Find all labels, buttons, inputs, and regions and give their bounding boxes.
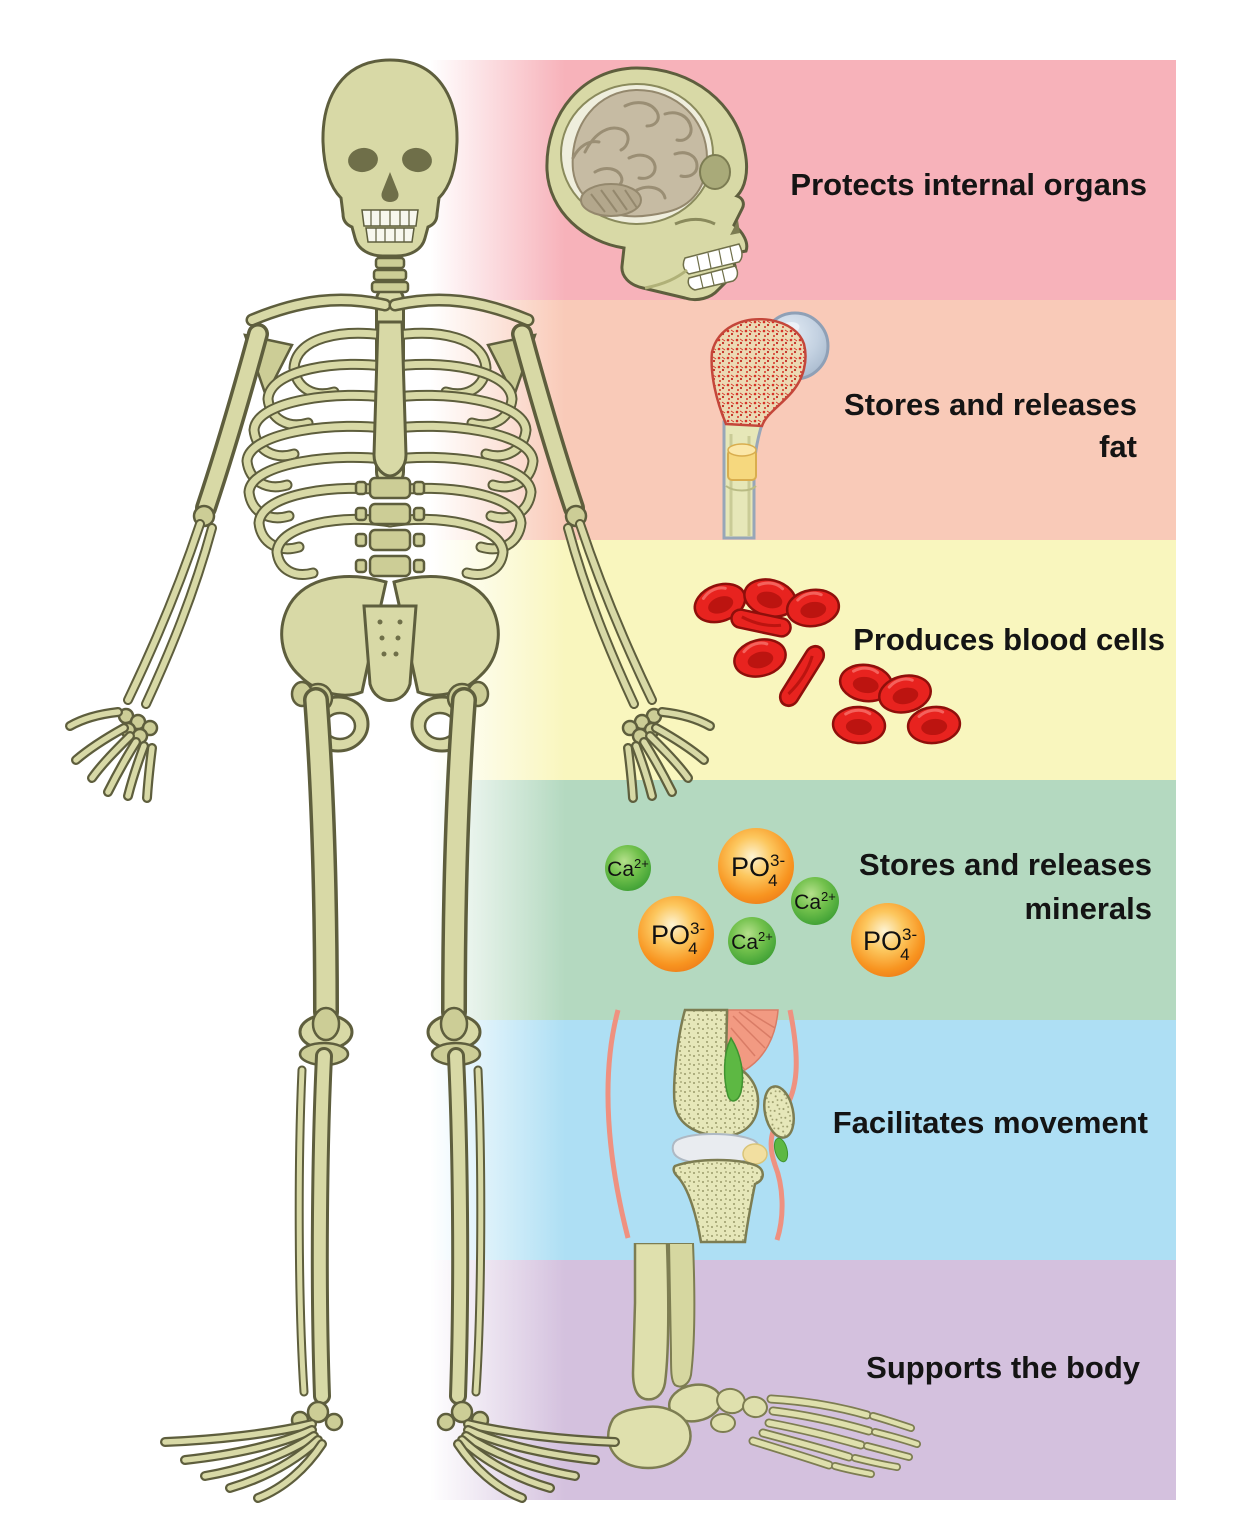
right-hand [621, 709, 710, 798]
svg-text:PO3-4: PO3-4 [731, 851, 785, 890]
label-stores-releases-minerals: Stores and releases minerals [859, 843, 1152, 931]
patella [763, 1085, 795, 1139]
label-line: Facilitates movement [832, 1105, 1148, 1140]
skull-cross-section-icon [545, 66, 749, 302]
metatarsals-and-toes [748, 1394, 921, 1478]
phosphate-ion: PO3-4 [851, 903, 925, 977]
label-line: Protects internal organs [790, 167, 1147, 202]
label-line: Supports the body [866, 1350, 1140, 1385]
label-line: Stores and releases [859, 847, 1152, 882]
left-arm [70, 334, 258, 798]
phosphate-ion: PO3-4 [718, 828, 794, 904]
calcium-ion: Ca2+ [728, 917, 776, 965]
cartilage [773, 1137, 789, 1163]
left-foot [165, 1400, 344, 1498]
label-line: minerals [1024, 891, 1152, 926]
label-supports-the-body: Supports the body [866, 1347, 1140, 1389]
left-hand [70, 709, 159, 798]
label-produces-blood-cells: Produces blood cells [853, 619, 1165, 661]
nasal-opening [730, 220, 740, 235]
tibia [631, 1243, 670, 1401]
femur-bone-marrow-icon [710, 311, 830, 540]
calcium-ion: Ca2+ [605, 845, 651, 891]
svg-text:PO3-4: PO3-4 [863, 925, 917, 964]
teeth [361, 209, 419, 243]
label-protects-internal-organs: Protects internal organs [790, 164, 1147, 206]
nasal-cavity [381, 172, 399, 202]
right-arm [522, 334, 710, 798]
calcaneus [606, 1405, 692, 1470]
knee-joint-icon [605, 1008, 799, 1244]
left-leg [165, 700, 354, 1498]
cervical-vertebrae [370, 256, 410, 294]
sternum [372, 320, 408, 478]
band-facilitates-movement [430, 1020, 1176, 1260]
eye-socket [699, 154, 731, 190]
mineral-ions-icon: Ca2+ PO3-4 Ca2+ PO3-4 Ca2+ [605, 828, 925, 977]
skin-outline [605, 1009, 631, 1239]
cartilage [723, 1036, 744, 1102]
cerebellum [580, 183, 642, 217]
tarsal [742, 1395, 768, 1419]
lumbar-vertebrae [354, 476, 426, 578]
foot-bones-icon [606, 1243, 921, 1478]
svg-text:Ca2+: Ca2+ [731, 929, 773, 954]
label-line: fat [1099, 429, 1137, 464]
eye-socket [402, 147, 432, 173]
tarsal [710, 1413, 736, 1433]
yellow-marrow [725, 443, 757, 492]
cheekbone [674, 218, 716, 226]
label-facilitates-movement: Facilitates movement [833, 1102, 1148, 1144]
brain-gyri [571, 101, 699, 200]
skull [321, 58, 459, 258]
tibia [672, 1158, 764, 1244]
calcium-ion: Ca2+ [791, 877, 839, 925]
phosphate-ion: PO3-4 [638, 896, 714, 972]
teeth [682, 243, 743, 291]
svg-text:PO3-4: PO3-4 [651, 919, 705, 958]
right-leg [426, 700, 615, 1498]
spongy-bone-red-marrow [710, 318, 807, 428]
label-line: Produces blood cells [853, 622, 1165, 657]
right-foot [436, 1400, 615, 1498]
label-stores-releases-fat: Stores and releases fat [844, 384, 1137, 468]
svg-text:Ca2+: Ca2+ [794, 889, 836, 914]
eye-socket [348, 147, 378, 173]
svg-text:Ca2+: Ca2+ [607, 856, 649, 881]
human-skeleton-illustration [0, 58, 780, 1536]
label-line: Stores and releases [844, 387, 1137, 422]
fibula [667, 1243, 696, 1388]
